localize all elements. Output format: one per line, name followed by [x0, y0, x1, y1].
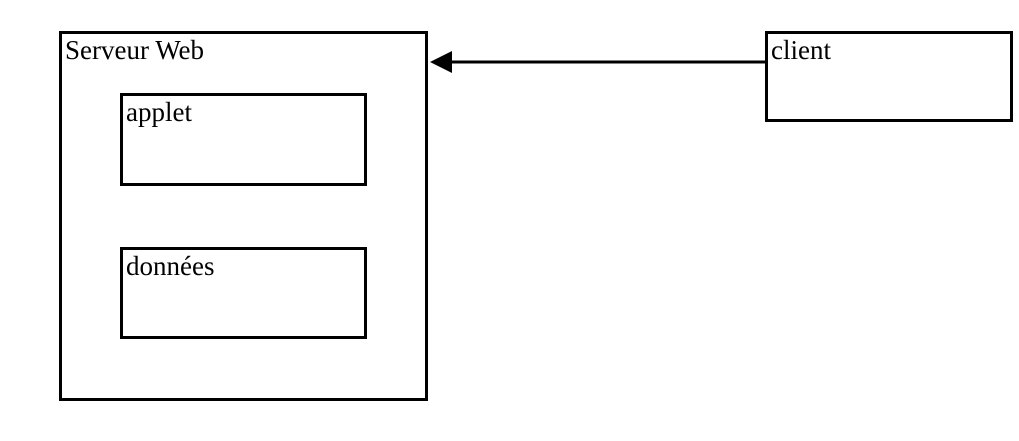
applet-label: applet: [126, 97, 192, 127]
applet-box: applet: [120, 93, 367, 186]
client-box: client: [765, 31, 1013, 122]
server-web-box: Serveur Web: [59, 31, 428, 401]
client-label: client: [771, 35, 831, 65]
donnees-label: données: [126, 251, 215, 281]
arrowhead-icon: [430, 51, 452, 73]
donnees-box: données: [120, 247, 367, 339]
server-web-label: Serveur Web: [65, 35, 205, 65]
